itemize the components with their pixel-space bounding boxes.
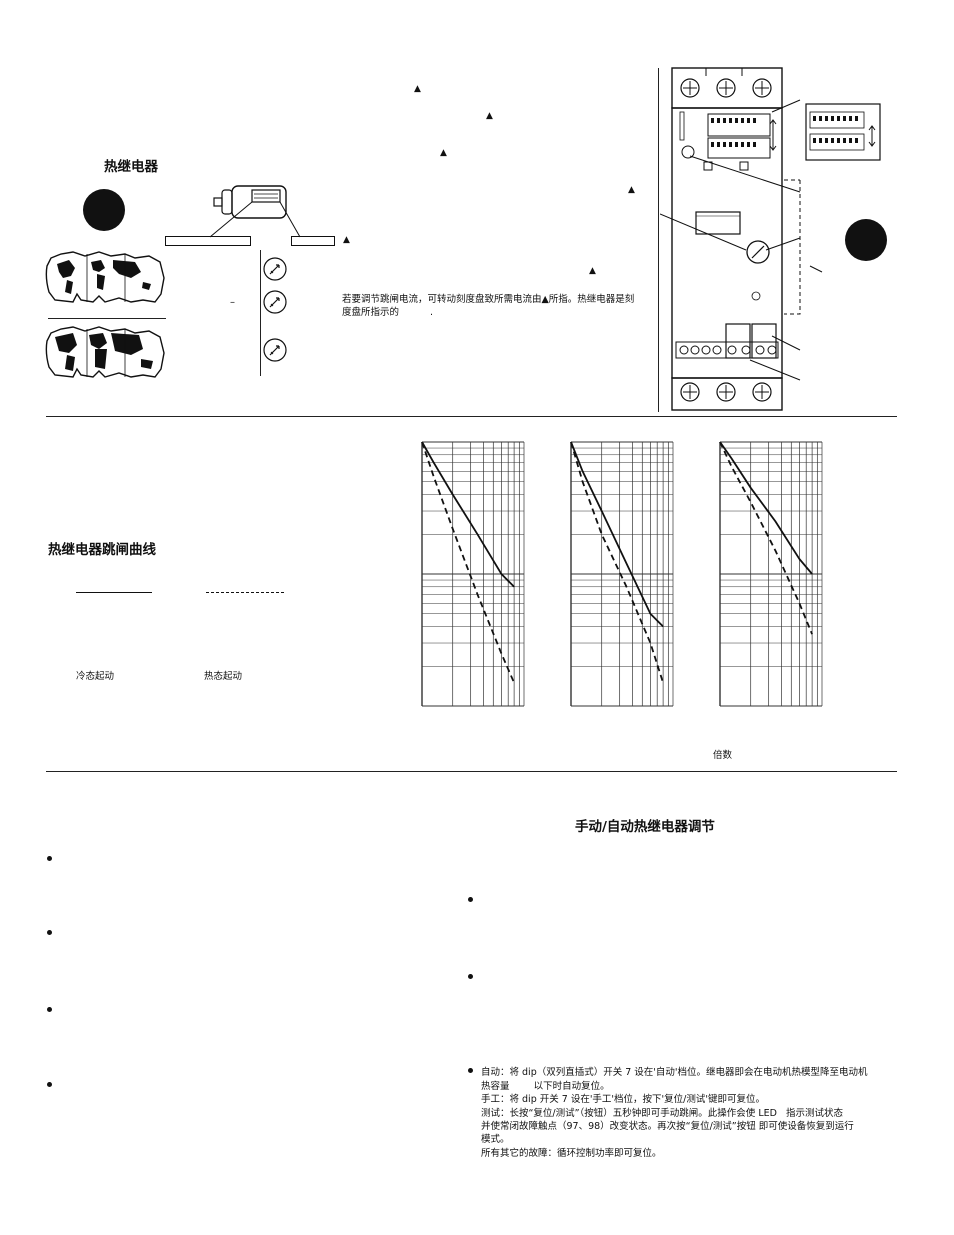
bullet-left-4	[47, 1082, 52, 1087]
para-auto-line1: 自动：将 dip（双列直插式）开关 7 设在'自动'档位。继电器即会在电动机热模…	[481, 1067, 868, 1078]
bullet-right-2	[468, 974, 473, 979]
legend-label-cold: 冷态起动	[76, 671, 115, 682]
adjust-text-line2: 度盘所指示的	[342, 307, 400, 318]
para-auto-line2: 热容量 以下时自动复位。	[481, 1081, 610, 1092]
para-manual: 手工：将 dip 开关 7 设在'手工'档位，按下'复位/测试'键即可复位。	[481, 1094, 765, 1105]
cold-start-curve	[421, 441, 515, 588]
relay-device-drawing	[660, 67, 887, 411]
section-divider-1	[46, 416, 897, 417]
triangle-marker: ▲	[628, 185, 635, 195]
para-test-line1: 测试：长按“复位/测试”（按钮）五秒钟即可手动跳闸。此操作会使 LED 指示测试…	[481, 1108, 843, 1119]
cold-start-curve	[570, 441, 664, 628]
triangle-marker: ▲	[486, 111, 493, 121]
triangle-marker: ▲	[414, 84, 421, 94]
triangle-marker: ▲	[440, 148, 447, 158]
black-circle-icon-left	[83, 189, 125, 231]
legend-dashed-line	[206, 592, 284, 593]
device-divider	[658, 68, 659, 412]
map-divider	[48, 318, 166, 319]
dash-mark: –	[230, 297, 235, 308]
hot-start-curve	[570, 441, 664, 684]
bullet-right-3	[468, 1068, 473, 1073]
legend-solid-line	[76, 592, 152, 593]
trip-curve-chart-3	[719, 441, 823, 707]
dial-column-line	[260, 250, 261, 376]
trip-curve-chart-2	[570, 441, 674, 707]
bullet-right-1	[468, 897, 473, 902]
trip-curve-chart-1	[421, 441, 525, 707]
para-test-line2: 并使常闭故障触点（97、98）改变状态。再次按“复位/测试”按钮 即可使设备恢复…	[481, 1121, 854, 1132]
dial-icon-1	[263, 257, 287, 281]
legend-label-hot: 热态起动	[204, 671, 243, 682]
world-map-icon-bottom	[45, 326, 165, 378]
triangle-marker: ▲	[589, 266, 596, 276]
cold-start-curve	[719, 441, 813, 575]
dial-icon-3	[263, 338, 287, 362]
period-mark: .	[430, 307, 434, 318]
label-box-right	[291, 236, 335, 246]
bullet-left-3	[47, 1007, 52, 1012]
x-axis-label: 倍数	[713, 750, 733, 761]
bullet-left-2	[47, 930, 52, 935]
hot-start-curve	[421, 441, 515, 684]
triangle-marker: ▲	[343, 235, 350, 245]
hot-start-curve	[719, 441, 813, 635]
label-box-left	[165, 236, 251, 246]
section-title-thermal-relay: 热继电器	[104, 159, 158, 175]
para-other-faults: 所有其它的故障：循环控制功率即可复位。	[481, 1148, 662, 1159]
section-title-manual-auto: 手动/自动热继电器调节	[575, 819, 715, 835]
section-divider-2	[46, 771, 897, 772]
bullet-left-1	[47, 856, 52, 861]
motor-drawing	[209, 185, 301, 238]
para-test-line3: 模式。	[481, 1134, 510, 1145]
dial-icon-2	[263, 290, 287, 314]
world-map-icon-top	[45, 251, 165, 303]
adjust-text-line1: 若要调节跳闸电流，可转动刻度盘致所需电流由▲所指。热继电器是刻	[342, 294, 635, 305]
section-title-trip-curve: 热继电器跳闸曲线	[48, 542, 156, 558]
